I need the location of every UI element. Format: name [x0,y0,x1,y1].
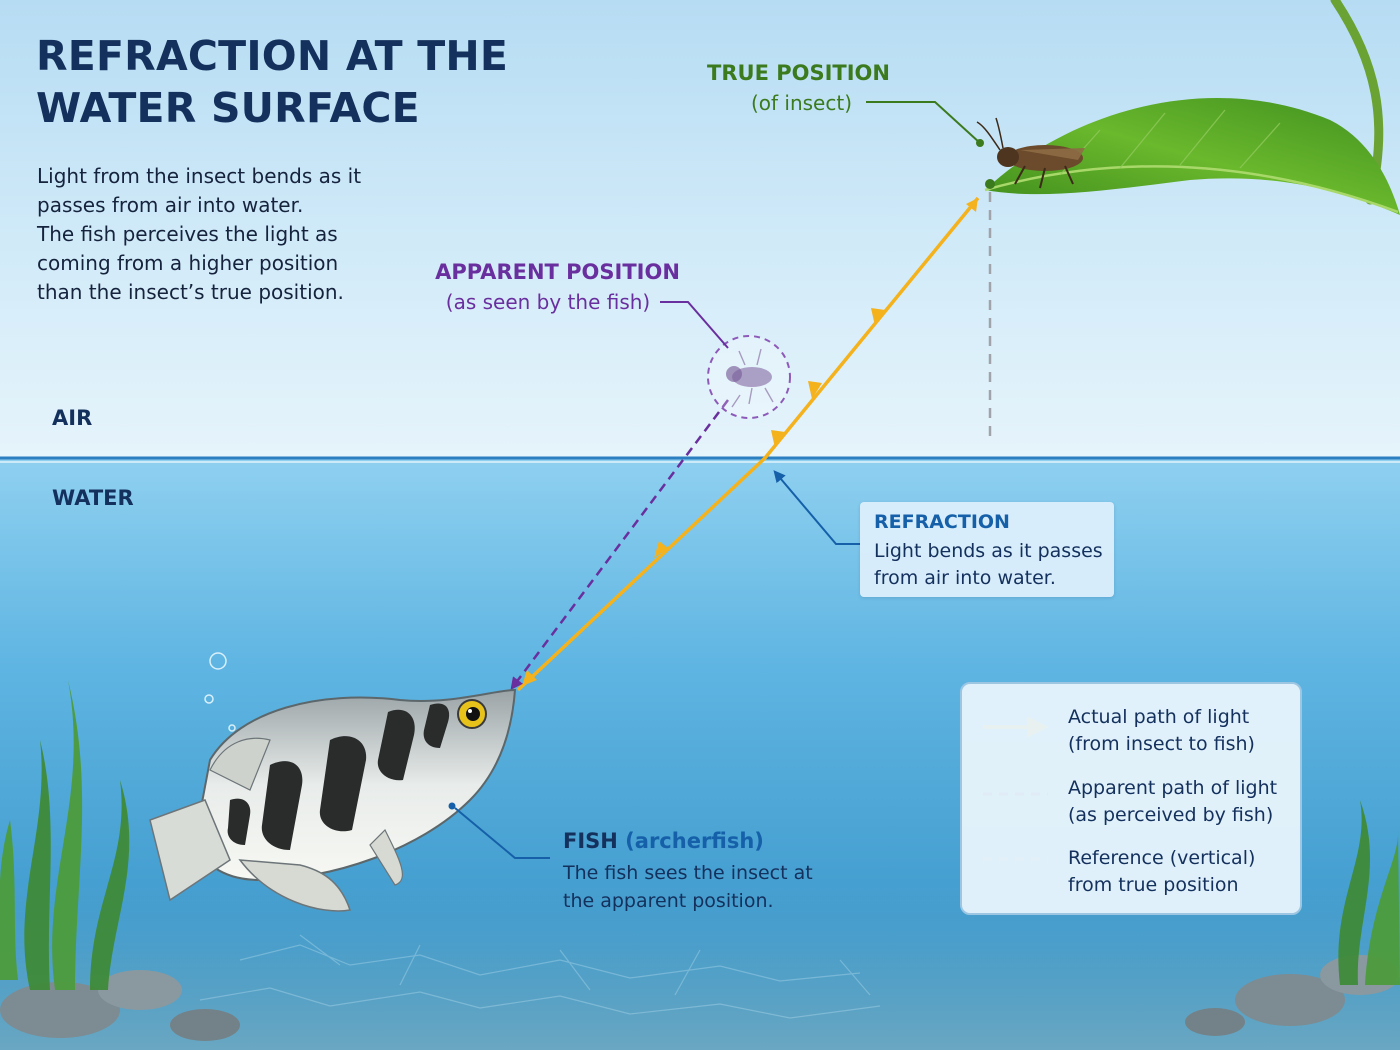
fish-body: The fish sees the insect at the apparent… [563,859,843,915]
apparent-light-path [510,399,729,690]
refraction-body-line: Light bends as it passes [874,540,1103,562]
legend-line: (from insect to fish) [1068,733,1255,755]
bubble-icon [204,652,236,732]
apparent-position-leader [660,301,729,349]
intro-text: Light from the insect bends as it passes… [37,162,397,307]
true-position-leader [866,101,981,144]
fish-body-line: The fish sees the insect at [563,862,813,884]
refraction-body: Light bends as it passes from air into w… [874,538,1114,592]
apparent-position-title: APPARENT POSITION [435,260,680,284]
page-title-line: WATER SURFACE [36,84,420,132]
refraction-leader [773,470,860,545]
fish-leader [454,807,550,859]
legend-item-actual: Actual path of light (from insect to fis… [1068,704,1298,758]
floor-caustics [199,934,881,1019]
refraction-callout [860,502,1114,597]
intro-line: The fish perceives the light as [37,222,338,246]
water-label: WATER [52,486,134,510]
fish-title-paren: (archerfish) [625,829,764,853]
archerfish-icon [149,688,517,912]
legend-line: (as perceived by fish) [1068,804,1274,826]
insect-icon [976,117,1085,189]
fish-title: FISH (archerfish) [563,829,764,853]
legend [960,682,1302,915]
legend-item-reference: Reference (vertical) from true position [1068,845,1298,899]
air-region [0,0,1400,458]
true-position-subtitle: (of insect) [750,91,853,115]
legend-line: Actual path of light [1068,706,1250,728]
refraction-body-line: from air into water. [874,567,1056,589]
intro-line: than the insect’s true position. [37,280,344,304]
intro-line: Light from the insect bends as it [37,164,362,188]
actual-light-path [516,196,980,692]
seaweed-icon [0,680,1400,990]
apparent-insect-icon [707,335,791,419]
fish-body-line: the apparent position. [563,890,774,912]
intro-line: passes from air into water. [37,193,304,217]
true-position-title: TRUE POSITION [707,61,890,85]
air-label: AIR [52,406,93,430]
apparent-position-subtitle: (as seen by the fish) [445,290,651,314]
page-title-line: REFRACTION AT THE [36,32,509,80]
legend-item-apparent: Apparent path of light (as perceived by … [1068,775,1298,829]
fish-title-main: FISH [563,829,618,853]
page-title: REFRACTION AT THE WATER SURFACE [36,30,508,134]
legend-line: from true position [1068,874,1239,896]
legend-line: Apparent path of light [1068,777,1278,799]
refraction-title: REFRACTION [874,511,1010,533]
intro-line: coming from a higher position [37,251,339,275]
legend-line: Reference (vertical) [1068,847,1256,869]
